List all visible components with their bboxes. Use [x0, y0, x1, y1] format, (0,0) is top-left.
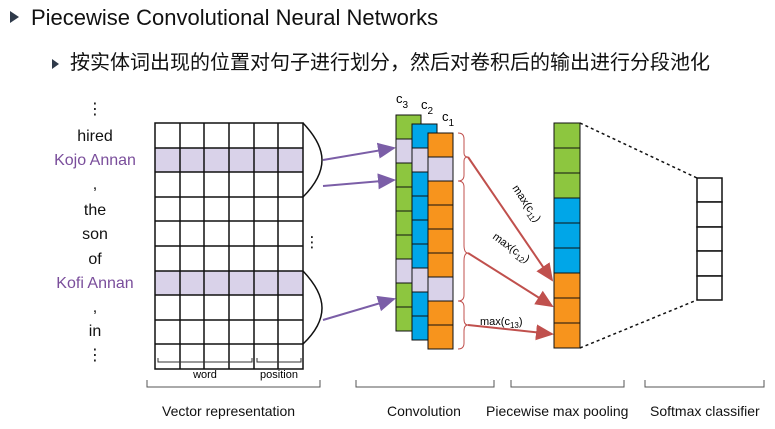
vector-matrix: ⋮ [154, 122, 323, 370]
token: the [83, 202, 107, 219]
pooled-vector [553, 122, 581, 349]
max-c13-label: max(c13) [480, 316, 523, 330]
window-bracket [302, 122, 323, 198]
token: ⋮ [87, 347, 103, 364]
slide-subtitle: 按实体词出现的位置对句子进行划分，然后对卷积后的输出进行分段池化 [70, 52, 710, 74]
title-bullet-icon [10, 11, 19, 23]
token: ⋮ [87, 101, 103, 118]
stage-brackets [146, 380, 765, 388]
token: of [88, 251, 102, 268]
conv-filter-c1 [427, 132, 454, 350]
max-c11-label: max(c11) [508, 183, 543, 226]
entity-token: Kofi Annan [56, 275, 134, 292]
token: hired [77, 128, 113, 145]
slide-title: Piecewise Convolutional Neural Networks [31, 5, 439, 30]
filter-label-c2: c2 [421, 97, 434, 117]
subtitle-bullet-icon [52, 59, 59, 69]
token: , [92, 299, 98, 316]
window-bracket [302, 270, 323, 345]
filter-label-c3: c3 [396, 91, 409, 111]
position-embedding-label: position [260, 369, 298, 381]
pooling-arrows [467, 156, 554, 341]
segment-brackets [457, 132, 469, 350]
ellipsis-dots: ⋮ [305, 234, 320, 251]
fully-connected-lines [579, 122, 698, 349]
token: in [88, 323, 102, 340]
filter-label-c1: c1 [442, 109, 455, 129]
word-embedding-label: word [192, 369, 217, 381]
stage-label-pool: Piecewise max pooling [486, 403, 629, 419]
max-c12-label: max(c12) [489, 231, 532, 267]
softmax-layer [696, 177, 723, 301]
stage-label-softmax: Softmax classifier [650, 403, 760, 419]
conv-arrows [322, 142, 396, 321]
stage-label-vector: Vector representation [162, 403, 296, 419]
stage-label-conv: Convolution [387, 403, 461, 419]
entity-token: Kojo Annan [54, 152, 136, 169]
matrix-braces [157, 358, 302, 363]
token: , [92, 176, 98, 193]
token: son [82, 226, 108, 243]
